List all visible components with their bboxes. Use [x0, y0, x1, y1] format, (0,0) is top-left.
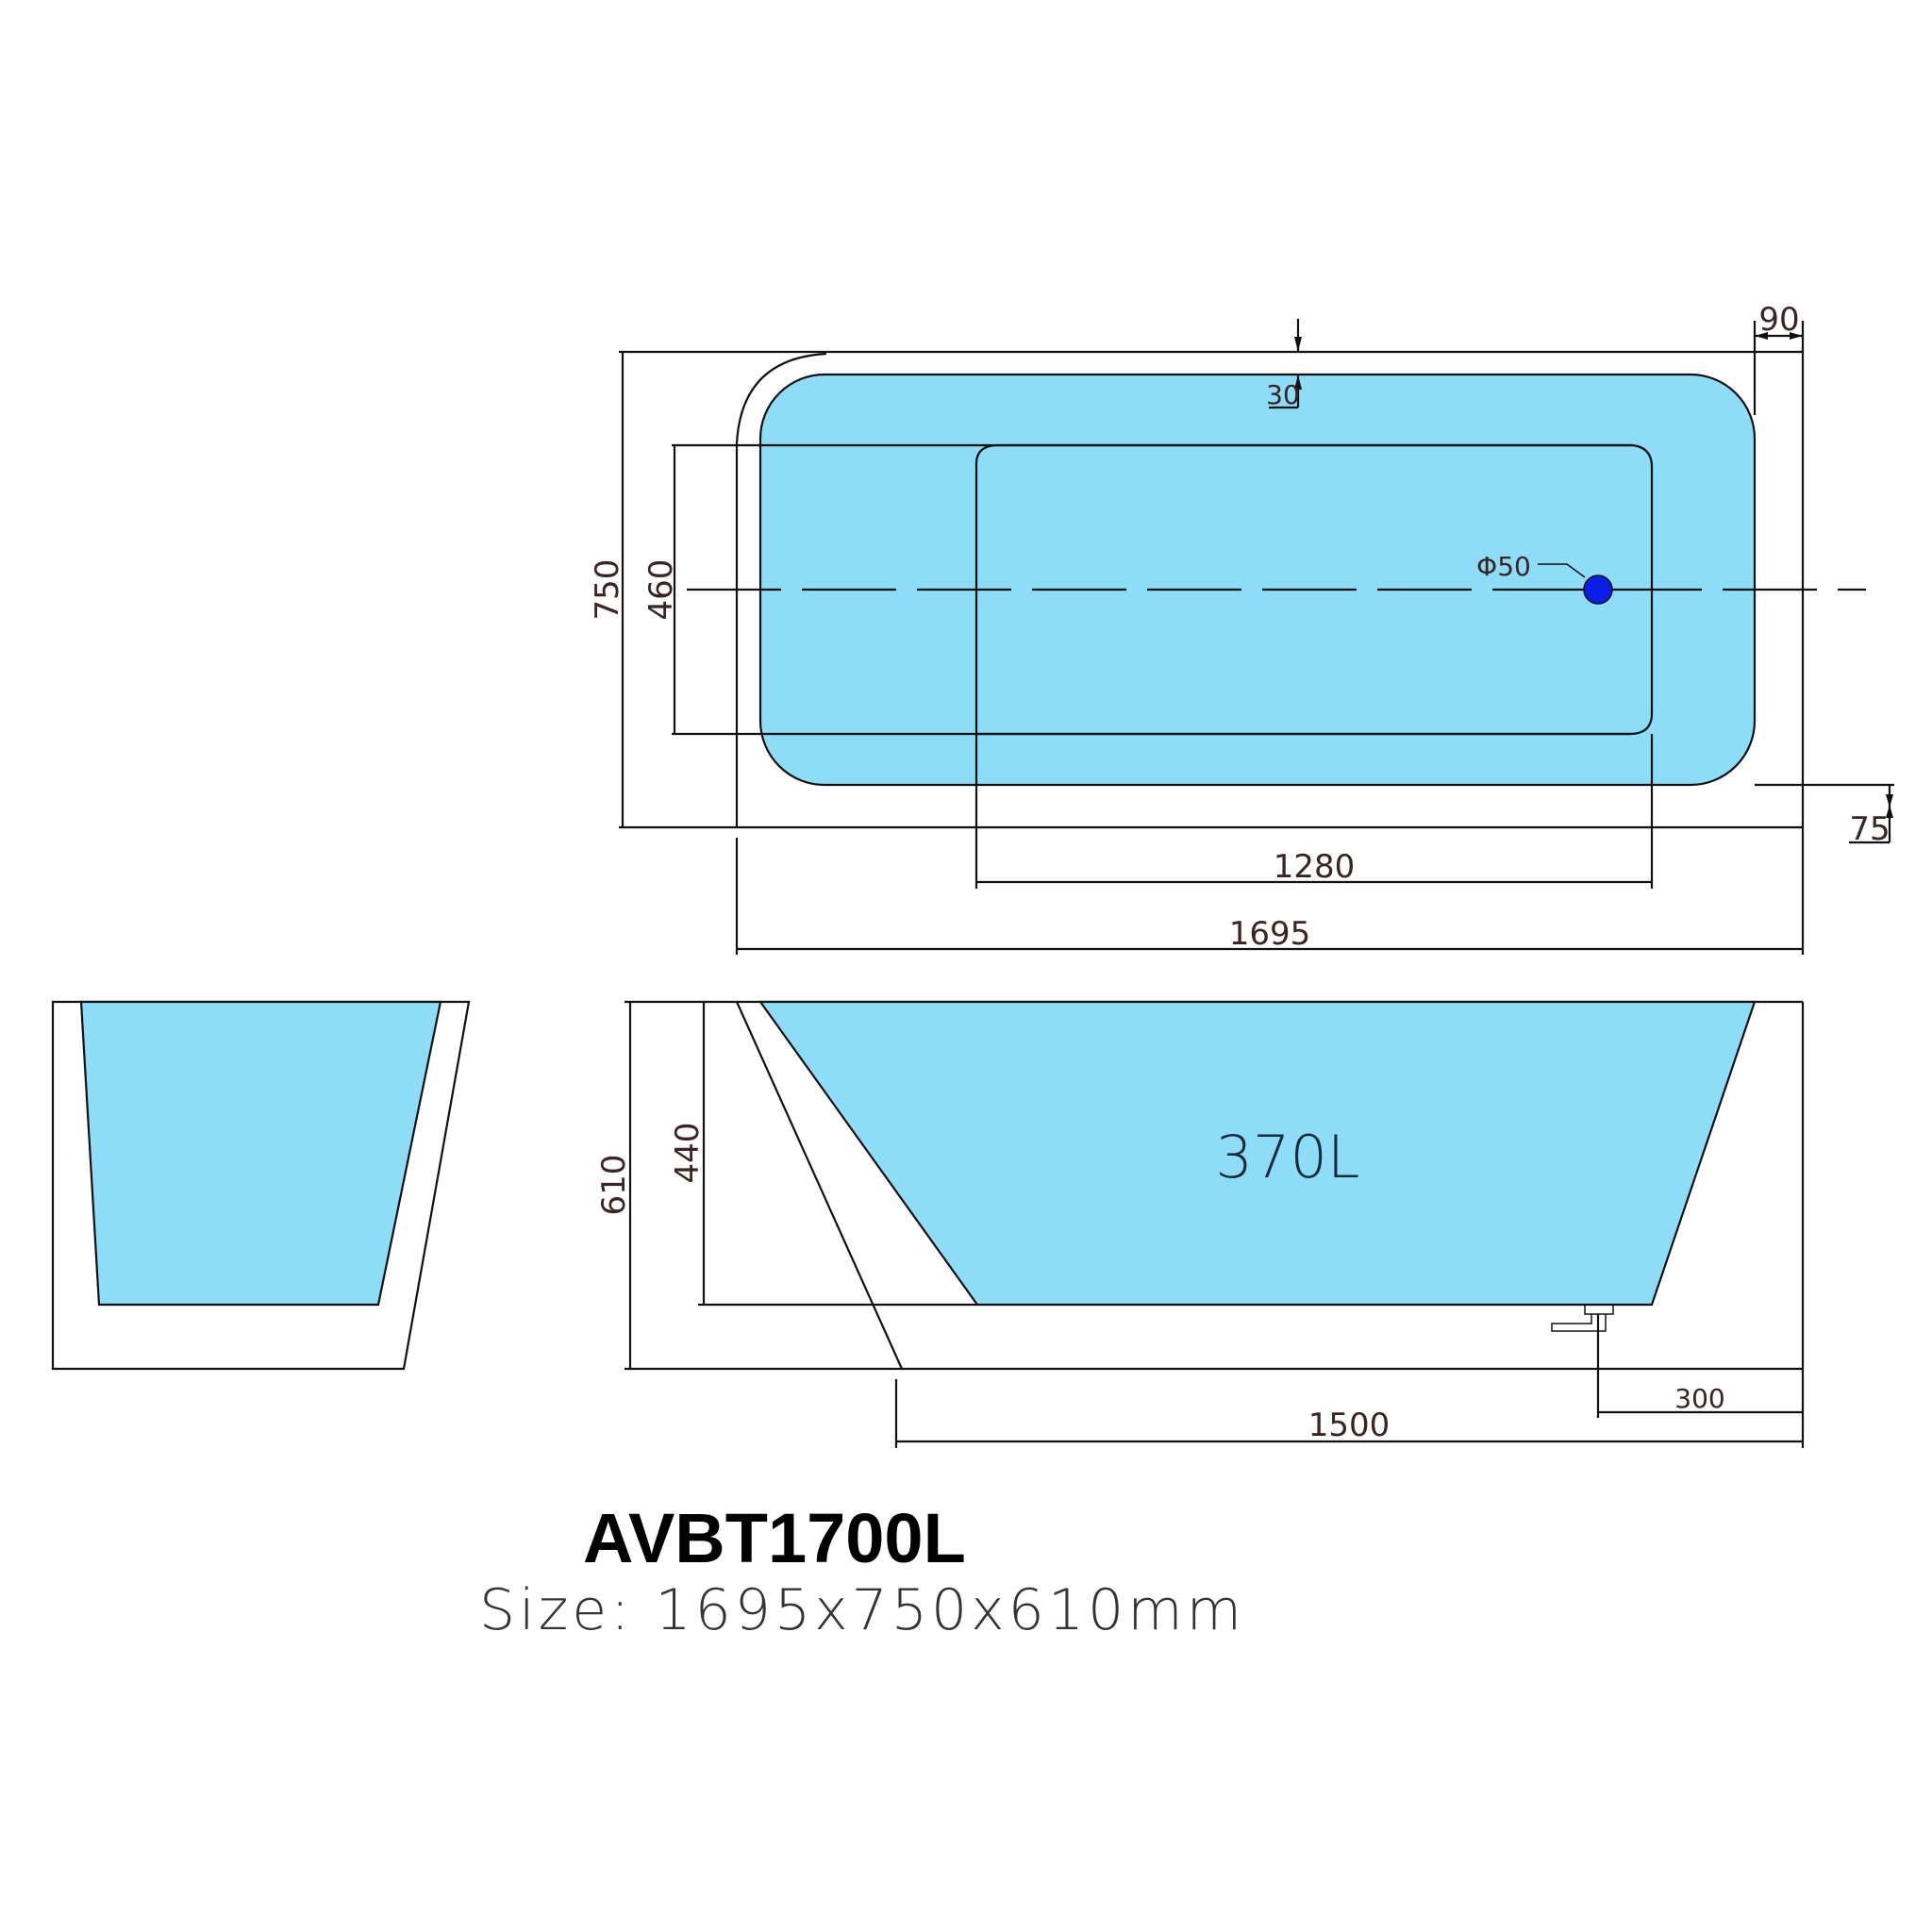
dim-1695: 1695 [1229, 915, 1311, 953]
model-title: AVBT1700L [583, 1499, 966, 1577]
dim-300: 300 [1674, 1383, 1724, 1414]
dim-75: 75 [1849, 810, 1890, 848]
dim-610: 610 [595, 1155, 633, 1216]
dim-460: 460 [642, 559, 680, 621]
dim-1280: 1280 [1274, 848, 1356, 886]
top-view: 750 460 1280 1695 30 90 75 Φ50 [589, 301, 1894, 955]
volume-label: 370L [1216, 1123, 1360, 1191]
drain-label: Φ50 [1476, 551, 1531, 582]
dim-440: 440 [669, 1123, 707, 1184]
tub-interior-end [79, 1000, 442, 1307]
dim-750: 750 [589, 559, 626, 621]
dim-90: 90 [1758, 301, 1799, 339]
side-view: 610 440 1500 300 370L [595, 1000, 1805, 1448]
size-caption: Size: 1695x750x610mm [479, 1577, 1246, 1643]
end-view [51, 1000, 471, 1371]
dim-1500: 1500 [1308, 1407, 1391, 1444]
tub-interior-side [758, 1000, 1757, 1307]
drain-icon [1583, 575, 1613, 605]
tub-interior-top [758, 373, 1757, 787]
dim-30: 30 [1266, 379, 1300, 410]
